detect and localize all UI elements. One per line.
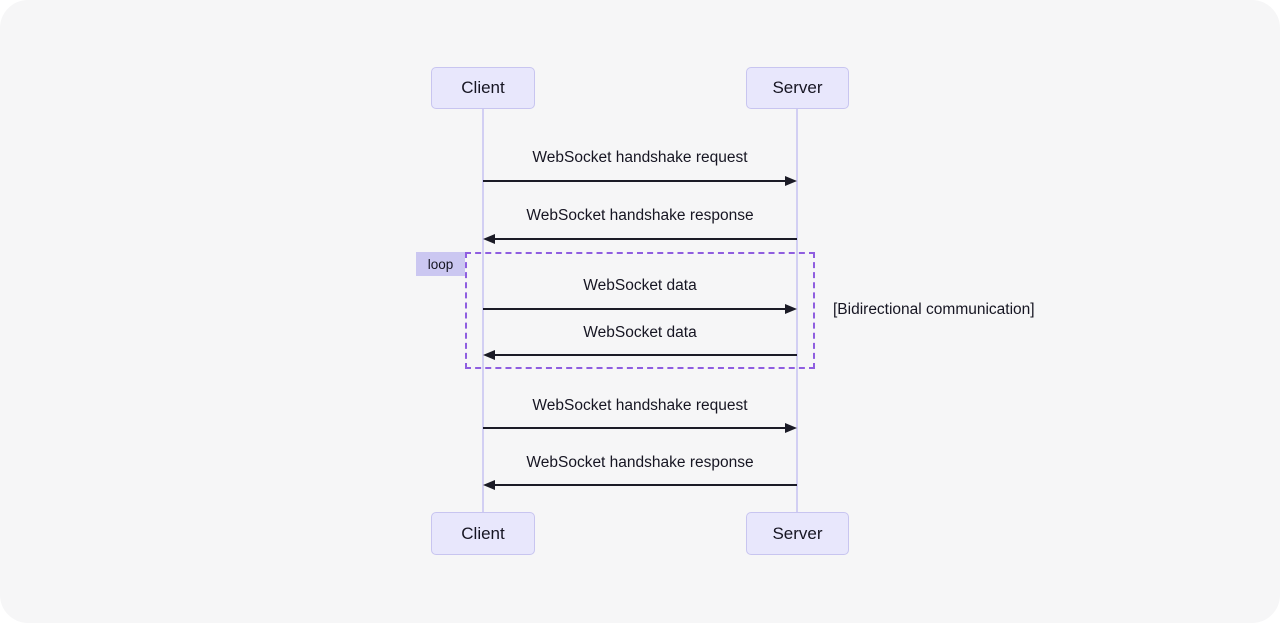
arrow-line [483, 180, 787, 182]
message-arrow-right [483, 423, 797, 433]
actor-server-bottom-label: Server [772, 523, 823, 543]
message-label: WebSocket handshake request [532, 149, 748, 166]
lifeline-client [482, 109, 484, 512]
actor-client-bottom-label: Client [461, 523, 505, 543]
message-arrow-left [483, 234, 797, 244]
arrow-line [483, 427, 787, 429]
arrowhead-left-icon [483, 350, 495, 360]
arrowhead-right-icon [785, 423, 797, 433]
actor-server-top-label: Server [772, 78, 823, 97]
actor-client-top: Client [431, 67, 535, 109]
arrow-line [493, 484, 797, 486]
actor-server-top: Server [746, 67, 849, 109]
loop-label: loop [416, 252, 465, 276]
arrowhead-right-icon [785, 304, 797, 314]
lifeline-server [796, 109, 798, 512]
message-arrow-left [483, 350, 797, 360]
message-label: WebSocket data [583, 324, 697, 341]
message-label: WebSocket data [583, 277, 697, 294]
arrowhead-left-icon [483, 234, 495, 244]
actor-server-bottom: Server [746, 512, 849, 555]
message-arrow-left [483, 480, 797, 490]
loop-annotation: [Bidirectional communication] [833, 301, 1035, 318]
arrowhead-left-icon [483, 480, 495, 490]
message-label: WebSocket handshake response [526, 207, 754, 224]
arrow-line [493, 238, 797, 240]
arrowhead-right-icon [785, 176, 797, 186]
actor-client-top-label: Client [461, 78, 505, 97]
message-arrow-right [483, 176, 797, 186]
message-label: WebSocket handshake response [526, 454, 754, 471]
message-arrow-right [483, 304, 797, 314]
loop-label-text: loop [427, 256, 454, 272]
actor-client-bottom: Client [431, 512, 535, 555]
arrow-line [483, 308, 787, 310]
arrow-line [493, 354, 797, 356]
message-label: WebSocket handshake request [532, 397, 748, 414]
loop-frame [465, 252, 815, 369]
